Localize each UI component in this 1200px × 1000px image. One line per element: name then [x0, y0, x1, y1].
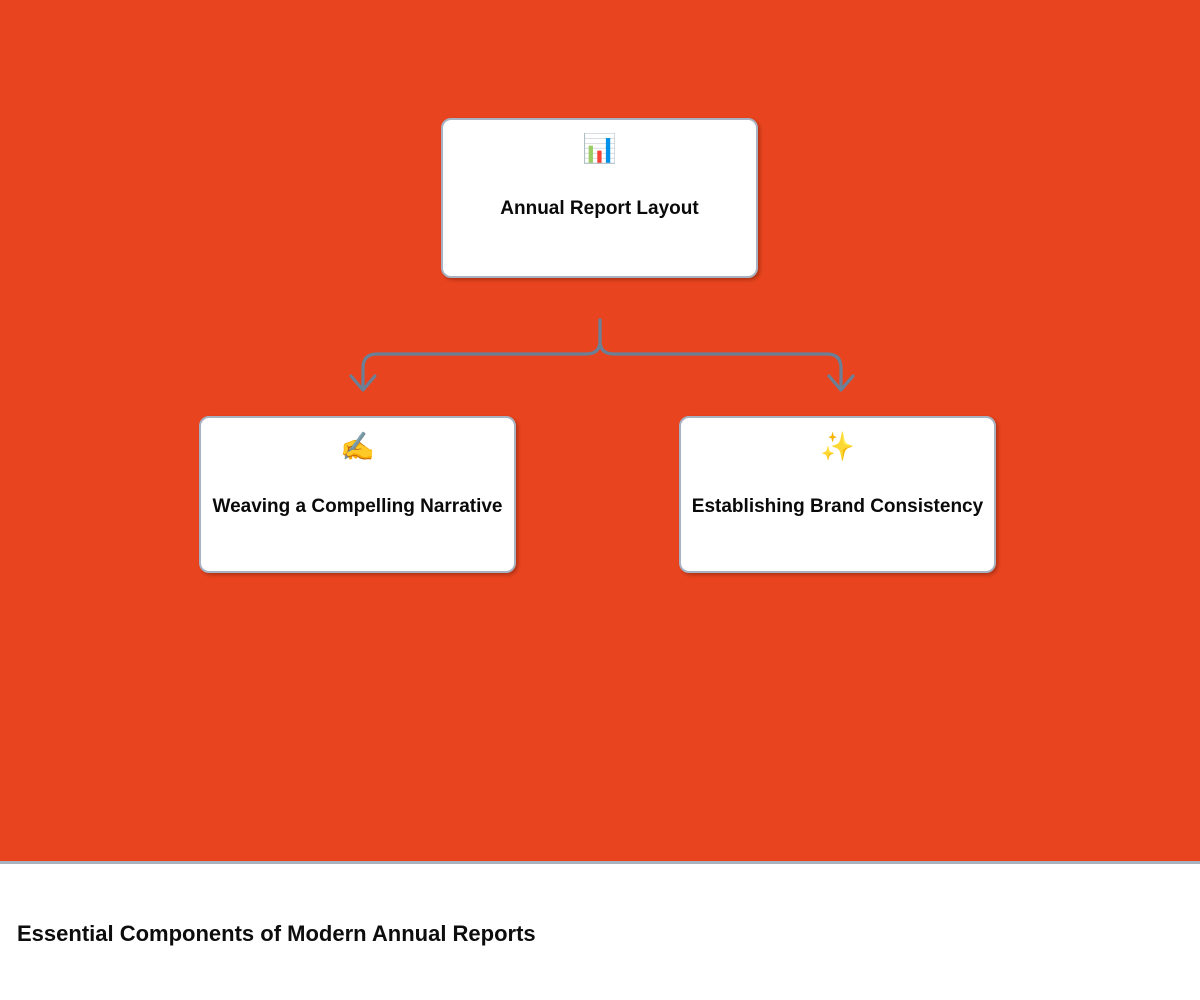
- node-weaving-narrative: ✍️ Weaving a Compelling Narrative: [199, 416, 516, 573]
- arrowhead-right-icon: [827, 374, 855, 392]
- bar-chart-icon: 📊: [582, 133, 617, 164]
- section-heading: Essential Components of Modern Annual Re…: [17, 921, 536, 946]
- connector-left-branch: [361, 318, 602, 389]
- content-section: Essential Components of Modern Annual Re…: [0, 864, 1200, 945]
- node-brand-consistency: ✨ Establishing Brand Consistency: [679, 416, 996, 573]
- diagram-section: 📊 Annual Report Layout ✍️ Weaving a Comp…: [0, 0, 1200, 864]
- node-label: Annual Report Layout: [500, 198, 699, 219]
- arrowhead-left-icon: [349, 374, 377, 392]
- node-label: Weaving a Compelling Narrative: [212, 496, 503, 517]
- node-label: Establishing Brand Consistency: [691, 496, 984, 517]
- connector-right-branch: [598, 318, 843, 389]
- writing-hand-icon: ✍️: [340, 431, 375, 462]
- sparkles-icon: ✨: [820, 431, 855, 462]
- node-annual-report-layout: 📊 Annual Report Layout: [441, 118, 758, 278]
